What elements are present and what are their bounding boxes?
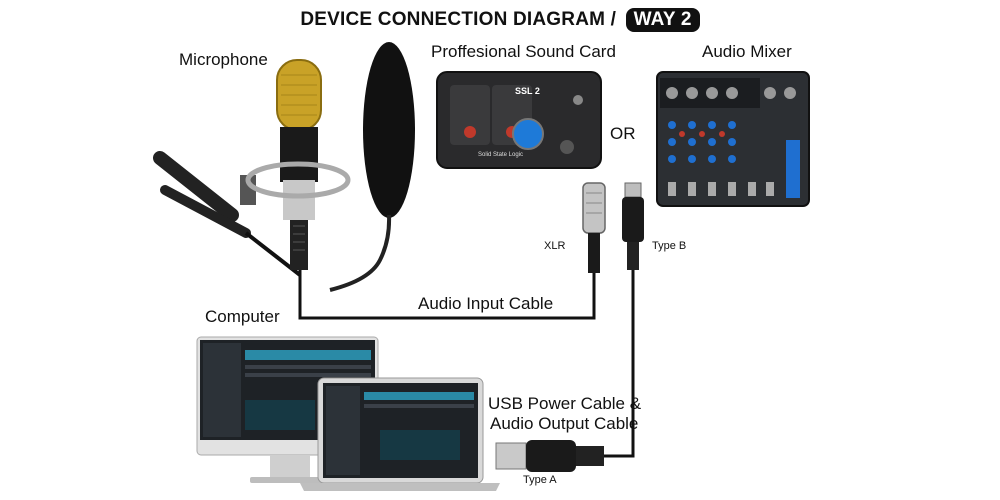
type-b-label: Type B [652, 240, 687, 252]
usb-cable-label-line1: USB Power Cable & [488, 394, 642, 413]
usb-cable-label-line2: Audio Output Cable [490, 414, 639, 433]
title-text: DEVICE CONNECTION DIAGRAM / [300, 9, 617, 30]
audio-mixer-label: Audio Mixer [702, 42, 792, 61]
microphone-label: Microphone [179, 50, 268, 69]
pop-filter [329, 42, 415, 292]
computer-label: Computer [205, 307, 280, 326]
type-b-connector [622, 182, 644, 270]
audio-input-cable-label: Audio Input Cable [418, 294, 554, 313]
audio-mixer-device [656, 71, 810, 207]
xlr-connector [582, 182, 606, 273]
laptop-computer [300, 377, 500, 491]
title-badge: WAY 2 [625, 8, 700, 32]
type-a-label: Type A [523, 474, 557, 486]
mic-boom-arm [153, 151, 302, 277]
audio-input-cable [298, 268, 596, 320]
sound-card-label: Proffesional Sound Card [431, 42, 616, 61]
ssl-maker-text: Solid State Logic [478, 152, 524, 158]
sound-card-device [436, 71, 602, 169]
ssl-brand-text: SSL 2 [515, 86, 540, 96]
xlr-label: XLR [544, 240, 566, 252]
microphone-device [245, 59, 351, 270]
type-a-connector [495, 440, 604, 472]
diagram-title: DEVICE CONNECTION DIAGRAM / WAY 2 [0, 8, 1000, 32]
usb-cable [604, 270, 635, 458]
or-label: OR [610, 124, 636, 143]
